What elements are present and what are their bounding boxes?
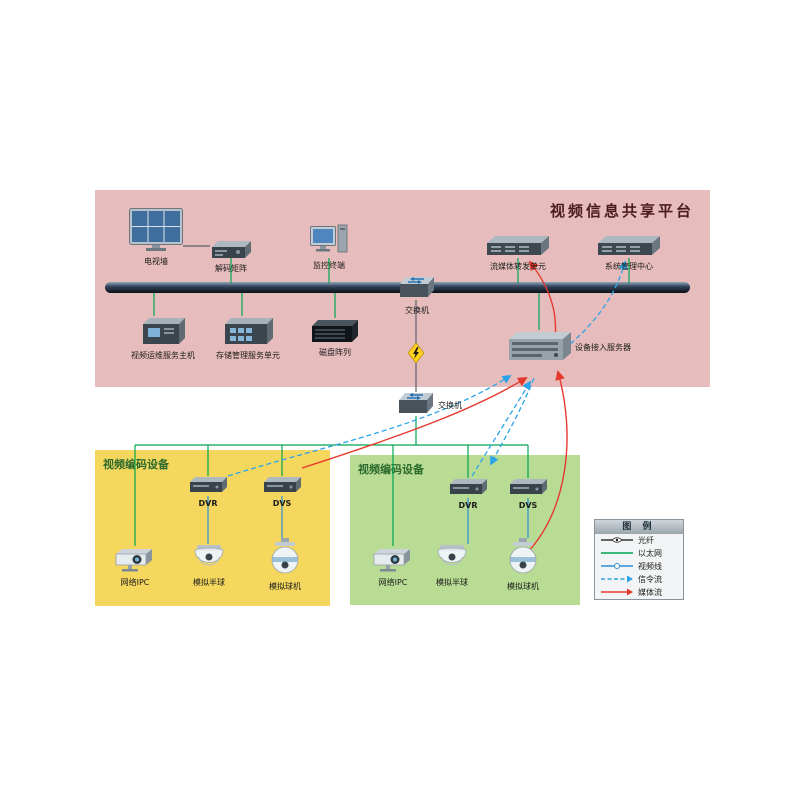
sys-mgmt-node: 系统管理中心 — [596, 234, 662, 271]
monitor-terminal-node: 监控终端 — [310, 224, 348, 270]
media-arrow-icon — [600, 587, 634, 599]
switch2-node: 交换机 — [397, 390, 462, 421]
dvs-icon — [262, 476, 302, 498]
legend-item-fiber: 光纤 — [595, 534, 683, 547]
storage-mgmt-icon — [222, 316, 274, 350]
legend-item-ethernet: 以太网 — [595, 547, 683, 560]
dvs-right-label: DVS — [518, 501, 538, 510]
dvs-right-node: DVS — [508, 478, 548, 510]
ipc-left-label: 网络IPC — [120, 578, 150, 587]
legend-title: 图 例 — [595, 520, 683, 534]
om-host-icon — [140, 316, 186, 350]
ptz-left-label: 模拟球机 — [269, 582, 301, 591]
sys-mgmt-label: 系统管理中心 — [605, 262, 653, 271]
dome-camera-icon — [191, 544, 227, 577]
tv-wall-label: 电视墙 — [144, 257, 168, 266]
dome-left-node: 模拟半球 — [191, 544, 227, 587]
dome-right-label: 模拟半球 — [436, 578, 468, 587]
ptz-camera-icon — [266, 538, 304, 581]
switch2-label: 交换机 — [438, 401, 462, 411]
ptz-right-node: 模拟球机 — [504, 538, 542, 591]
fiber-line-icon — [600, 535, 634, 547]
decode-matrix-node: 解码矩阵 — [210, 240, 252, 273]
switch-icon — [398, 274, 436, 305]
dvr-right-node: DVR — [448, 478, 488, 510]
om-host-label: 视频运维服务主机 — [131, 351, 195, 360]
legend-item-signal: 信令流 — [595, 573, 683, 586]
dome-camera-icon — [434, 544, 470, 577]
legend-label: 以太网 — [638, 549, 662, 558]
access-server-node: 设备接入服务器 — [506, 330, 631, 365]
legend: 图 例 光纤 以太网 — [594, 519, 684, 600]
platform-title: 视频信息共享平台 — [549, 202, 694, 220]
om-host-node: 视频运维服务主机 — [131, 316, 195, 360]
storage-mgmt-label: 存储管理服务单元 — [216, 351, 280, 360]
switch-icon — [397, 390, 435, 421]
disk-array-icon — [310, 318, 360, 347]
dvr-icon — [448, 478, 488, 500]
storage-mgmt-node: 存储管理服务单元 — [216, 316, 280, 360]
ptz-left-node: 模拟球机 — [266, 538, 304, 591]
backbone-bus — [105, 282, 690, 293]
ipc-left-node: 网络IPC — [112, 546, 158, 587]
ptz-right-label: 模拟球机 — [507, 582, 539, 591]
decode-matrix-label: 解码矩阵 — [215, 264, 247, 273]
sys-mgmt-icon — [596, 234, 662, 261]
signal-arrow-icon — [600, 574, 634, 586]
zone-right-title: 视频编码设备 — [358, 463, 424, 476]
tv-wall-node: 电视墙 — [129, 208, 183, 266]
switch1-label: 交换机 — [405, 306, 429, 315]
video-line-icon — [600, 561, 634, 573]
tv-wall-icon — [129, 208, 183, 256]
stream-forward-icon — [485, 234, 551, 261]
ipc-camera-icon — [112, 546, 158, 577]
legend-label: 媒体流 — [638, 588, 662, 597]
monitor-terminal-label: 监控终端 — [313, 261, 345, 270]
ipc-right-node: 网络IPC — [370, 546, 416, 587]
legend-label: 信令流 — [638, 575, 662, 584]
disk-array-label: 磁盘阵列 — [319, 348, 351, 357]
zone-left-title: 视频编码设备 — [103, 458, 169, 471]
legend-item-video: 视频线 — [595, 560, 683, 573]
decode-matrix-icon — [210, 240, 252, 263]
legend-label: 视频线 — [638, 562, 662, 571]
dvr-left-label: DVR — [198, 499, 218, 508]
dome-right-node: 模拟半球 — [434, 544, 470, 587]
disk-array-node: 磁盘阵列 — [310, 318, 360, 357]
legend-item-media: 媒体流 — [595, 586, 683, 599]
access-server-icon — [506, 330, 572, 365]
dvr-right-label: DVR — [458, 501, 478, 510]
ipc-camera-icon — [370, 546, 416, 577]
monitor-terminal-icon — [310, 224, 348, 260]
ipc-right-label: 网络IPC — [378, 578, 408, 587]
dvs-icon — [508, 478, 548, 500]
ptz-camera-icon — [504, 538, 542, 581]
access-server-label: 设备接入服务器 — [575, 343, 631, 353]
dvr-left-node: DVR — [188, 476, 228, 508]
stream-forward-node: 流媒体转发单元 — [485, 234, 551, 271]
dvr-icon — [188, 476, 228, 498]
switch1-node: 交换机 — [398, 274, 436, 315]
dvs-left-node: DVS — [262, 476, 302, 508]
ethernet-line-icon — [600, 548, 634, 560]
dvs-left-label: DVS — [272, 499, 292, 508]
lightning-icon — [407, 342, 425, 367]
legend-label: 光纤 — [638, 536, 654, 545]
stream-forward-label: 流媒体转发单元 — [490, 262, 546, 271]
dome-left-label: 模拟半球 — [193, 578, 225, 587]
